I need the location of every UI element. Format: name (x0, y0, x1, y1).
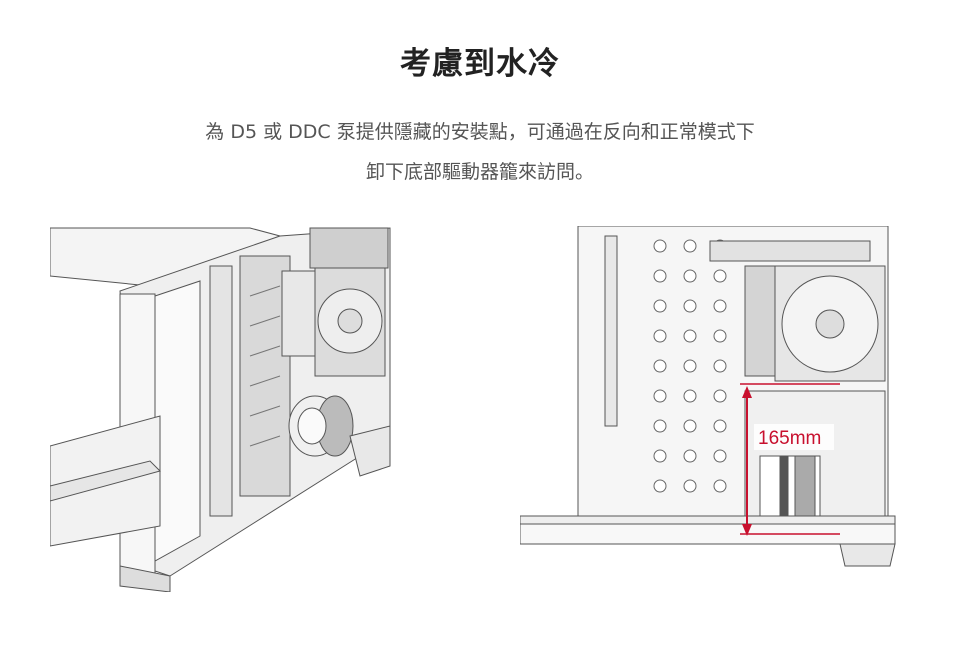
dimension-label: 165mm (758, 428, 821, 449)
description-line-2: 卸下底部驅動器籠來訪問。 (365, 161, 594, 183)
section-title: 考慮到水冷 (400, 46, 560, 82)
section-description: 為 D5 或 DDC 泵提供隱藏的安裝點，可通過在反向和正常模式下 卸下底部驅動… (0, 112, 960, 192)
case-interior-illustration (50, 226, 392, 592)
case-side-view-illustration: 165mm (520, 226, 896, 567)
description-line-1: 為 D5 或 DDC 泵提供隱藏的安裝點，可通過在反向和正常模式下 (205, 121, 755, 143)
